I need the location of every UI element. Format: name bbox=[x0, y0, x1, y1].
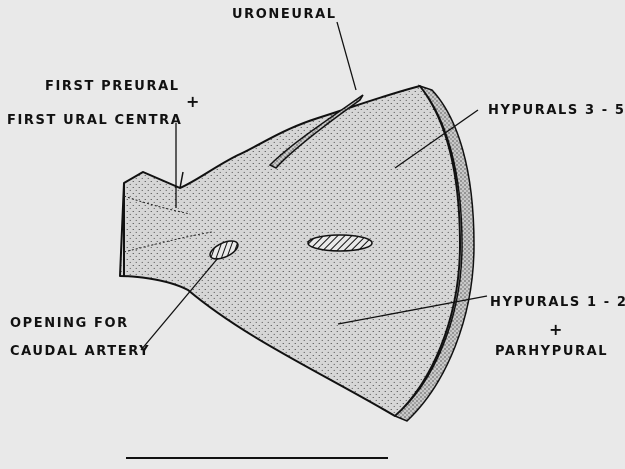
preural-notch bbox=[180, 172, 183, 188]
label-parhypural: PARHYPURAL bbox=[495, 344, 608, 360]
leader-uroneural bbox=[337, 22, 356, 90]
label-uroneural: URONEURAL bbox=[232, 7, 337, 23]
label-plus-2: + bbox=[549, 322, 562, 338]
label-first-ural-centra: FIRST URAL CENTRA bbox=[7, 113, 182, 129]
label-caudal-artery: CAUDAL ARTERY bbox=[10, 344, 150, 360]
label-hypurals-1-2: HYPURALS 1 - 2 bbox=[490, 295, 625, 311]
label-hypurals-3-5: HYPURALS 3 - 5 bbox=[488, 103, 625, 119]
label-plus-1: + bbox=[186, 94, 199, 110]
caudal-skeleton-outline bbox=[120, 86, 460, 416]
label-opening-for: OPENING FOR bbox=[10, 316, 129, 332]
hypural-diastema-opening bbox=[308, 235, 372, 251]
label-first-preural: FIRST PREURAL bbox=[45, 79, 180, 95]
